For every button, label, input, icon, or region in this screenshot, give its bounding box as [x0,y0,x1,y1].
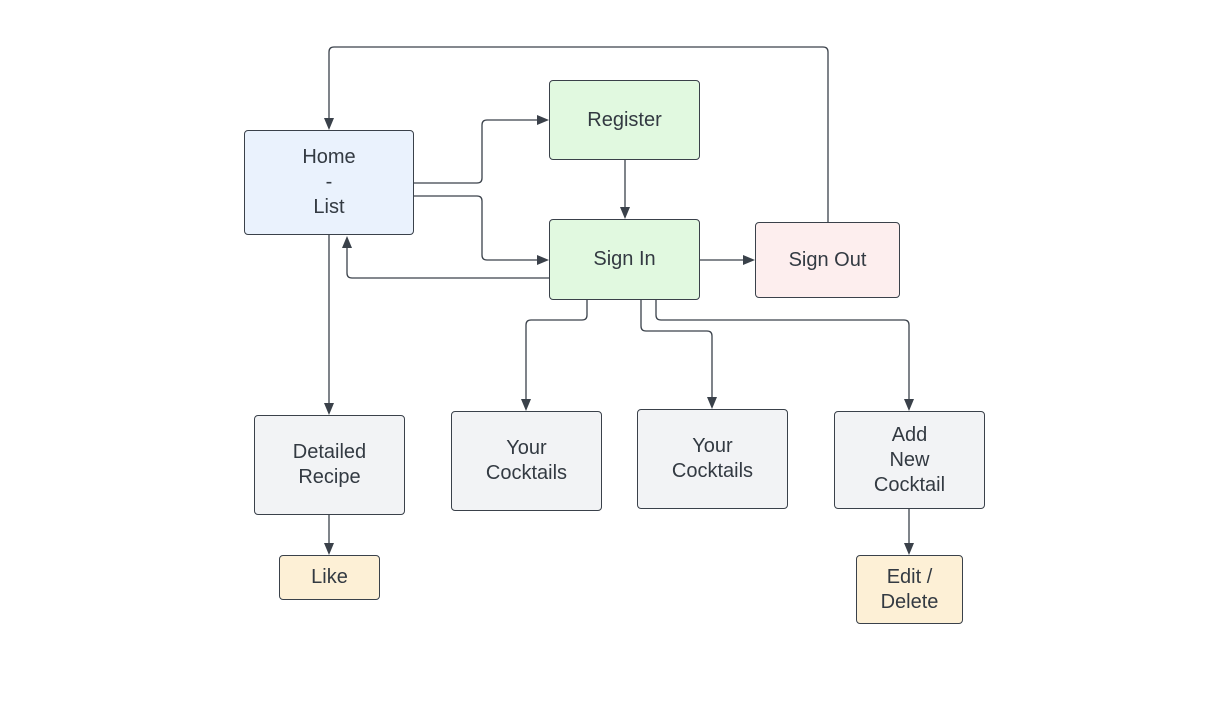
node-edit-delete: Edit / Delete [856,555,963,624]
edge-sign-in-to-add-new-cocktail [655,300,914,411]
edge-sign-out-to-home [324,46,829,222]
node-label: Register [587,108,662,131]
edge-home-to-detailed-recipe [324,235,334,415]
node-label: Home - List [302,146,356,218]
edge-sign-in-to-sign-out [700,255,755,265]
edge-register-to-sign-in [620,160,630,219]
edge-add-new-cocktail-to-edit-delete [904,509,914,555]
node-sign-in: Sign In [549,219,700,300]
node-label: Sign In [593,248,656,270]
node-your-cocktails-2: Your Cocktails [637,409,788,509]
node-label: Your Cocktails [485,437,568,484]
node-label: Detailed Recipe [292,441,367,488]
node-sign-out: Sign Out [755,222,900,298]
node-label: Like [311,566,348,588]
node-add-new-cocktail: Add New Cocktail [834,411,985,509]
node-home-list: Home - List [244,130,414,235]
edge-sign-in-to-home [342,236,549,279]
node-label: Sign Out [788,248,867,271]
node-register: Register [549,80,700,160]
edge-detailed-recipe-to-like [324,515,334,555]
edge-sign-in-to-your-cocktails-2 [640,300,717,409]
edge-home-to-sign-in [414,195,549,265]
node-label: Add New Cocktail [873,423,946,496]
node-like: Like [279,555,380,600]
edge-home-to-register [414,115,549,184]
node-label: Your Cocktails [671,435,754,482]
edge-sign-in-to-your-cocktails-1 [521,300,588,411]
node-your-cocktails-1: Your Cocktails [451,411,602,511]
node-detailed-recipe: Detailed Recipe [254,415,405,515]
node-label: Edit / Delete [880,565,939,613]
